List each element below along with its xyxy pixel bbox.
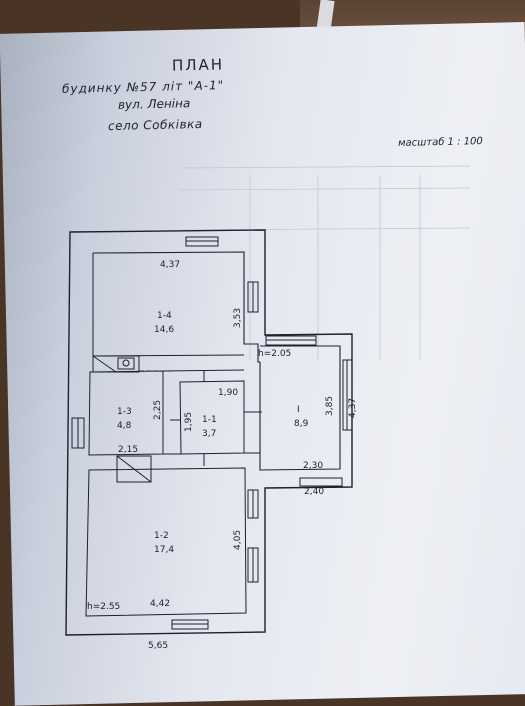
stove-icon xyxy=(92,355,140,373)
room-1-1-number: 1-1 xyxy=(202,415,217,425)
dim-label: h=2.55 xyxy=(87,602,120,612)
faint-table-lines xyxy=(179,165,471,360)
room-i-number: I xyxy=(297,405,300,415)
room-1-3-number: 1-3 xyxy=(117,407,132,417)
room-1-1-area: 3,7 xyxy=(202,429,216,439)
dim-label: 4,37 xyxy=(160,260,180,270)
dim-label: 2,30 xyxy=(303,461,323,471)
room-i-area: 8,9 xyxy=(294,419,309,429)
room-1-3-area: 4,8 xyxy=(117,421,132,431)
stove-icon xyxy=(116,455,152,483)
outer-wall-outline xyxy=(65,229,353,636)
room-1-4-number: 1-4 xyxy=(157,311,172,321)
dim-label: 2,15 xyxy=(118,445,138,455)
dim-label: 4,42 xyxy=(150,599,170,609)
dim-label: 1,90 xyxy=(218,388,238,398)
room-1-2-outline xyxy=(85,467,247,617)
room-1-4-area: 14,6 xyxy=(154,325,174,335)
window-icon xyxy=(71,236,353,630)
dim-label: 3,53 xyxy=(233,308,243,328)
dim-label: 5,65 xyxy=(148,641,168,651)
room-1-2-area: 17,4 xyxy=(154,545,174,555)
dim-label: 3,85 xyxy=(325,396,335,416)
inner-wall-outline xyxy=(92,251,341,471)
room-1-2-number: 1-2 xyxy=(154,531,169,541)
door-marks xyxy=(170,370,262,466)
dim-label: h=2.05 xyxy=(258,349,291,359)
dim-label: 1,95 xyxy=(184,412,194,432)
dim-label: 4,05 xyxy=(233,530,243,550)
dim-label: 4,37 xyxy=(348,398,358,418)
dim-label: 2,25 xyxy=(153,400,163,420)
dim-label: 2,40 xyxy=(304,487,324,497)
